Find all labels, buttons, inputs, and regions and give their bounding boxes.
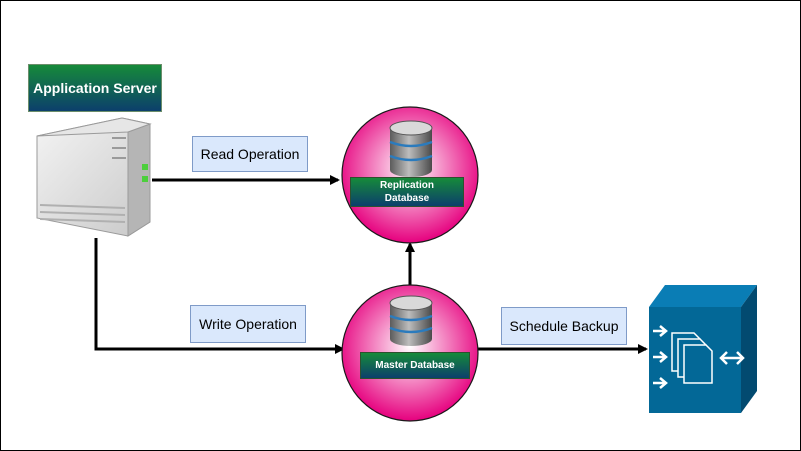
replication-database-label: Replication Database: [350, 177, 464, 207]
replication-db-cylinder-icon: [389, 120, 433, 177]
backup-storage-icon: [649, 285, 757, 413]
application-server-label: Application Server: [28, 64, 162, 112]
write-operation-label: Write Operation: [190, 305, 306, 343]
read-operation-label: Read Operation: [192, 136, 308, 172]
schedule-backup-label: Schedule Backup: [501, 307, 627, 345]
write-connector: [94, 238, 345, 354]
master-db-cylinder-icon: [389, 295, 433, 346]
server-tower-icon: [36, 117, 152, 237]
master-database-label: Master Database: [360, 352, 470, 379]
